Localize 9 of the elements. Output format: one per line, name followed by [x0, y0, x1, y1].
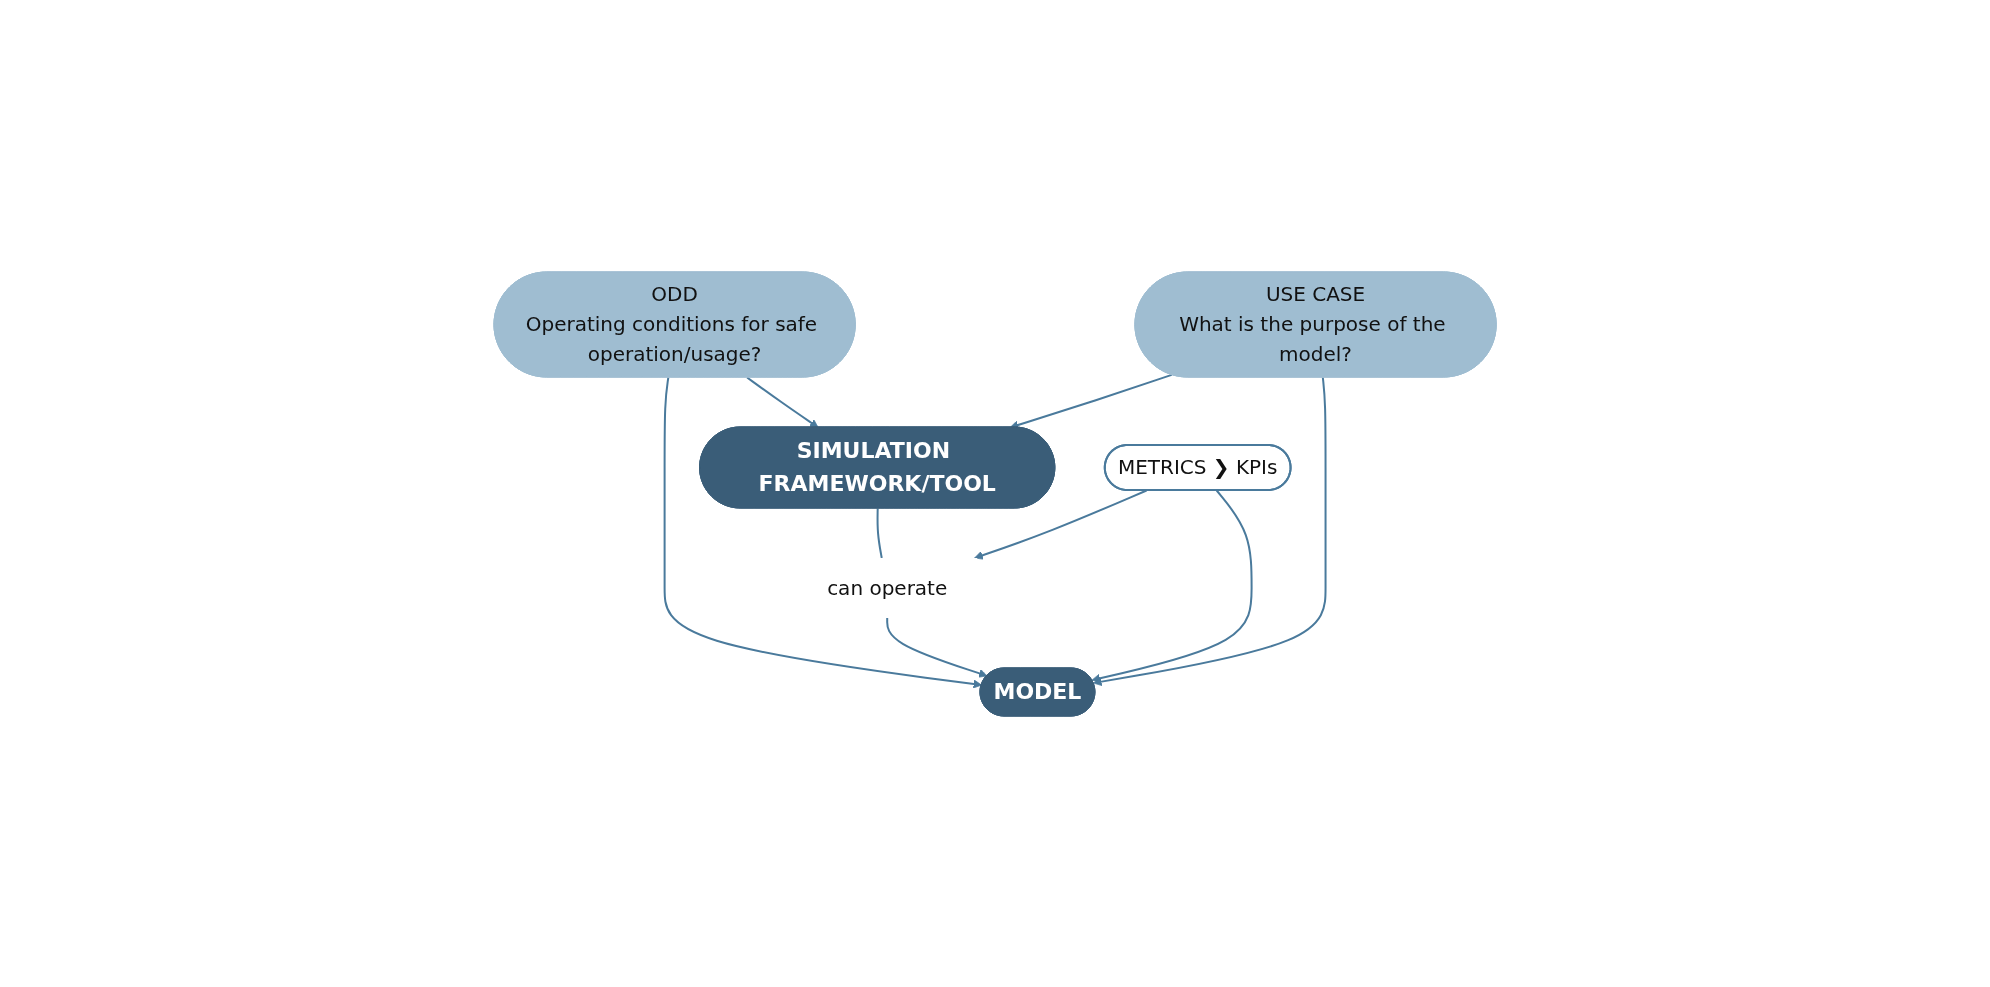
arrow [663, 376, 982, 688]
connector [876, 507, 883, 559]
node-text: can operate [827, 575, 948, 600]
arrow [1091, 489, 1253, 683]
arrow [974, 489, 1148, 560]
arrow [1092, 376, 1327, 686]
arrow [886, 616, 988, 678]
arrow [1009, 373, 1173, 429]
arrow [746, 376, 819, 428]
